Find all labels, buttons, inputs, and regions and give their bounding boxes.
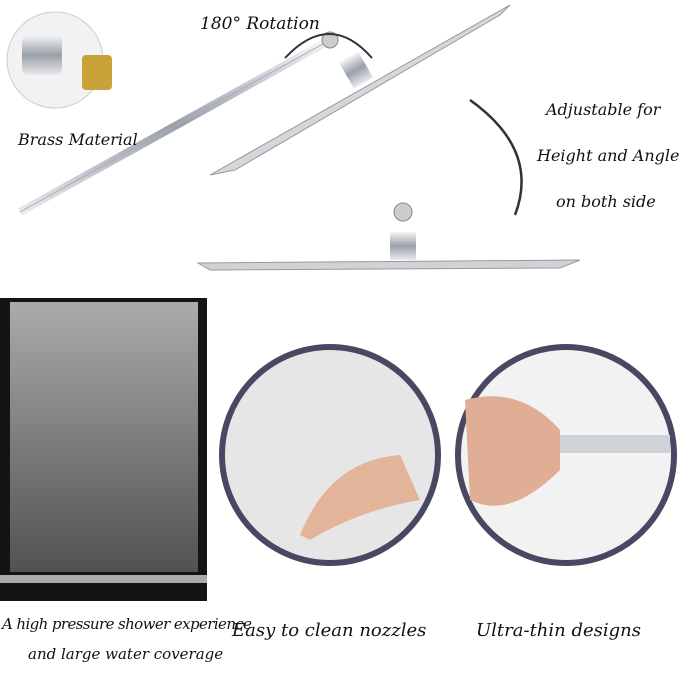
pressure-caption-1: A high pressure shower experience	[2, 615, 252, 633]
adjustable-line-3: on both side	[556, 192, 656, 211]
brass-connector-image	[6, 11, 112, 109]
tilted-shower-arm	[18, 4, 511, 216]
water-flow-image	[0, 298, 207, 601]
thin-design-closeup-image	[455, 344, 677, 566]
horizontal-shower-arm	[20, 202, 581, 271]
material-label: Brass Material	[18, 130, 138, 149]
adjustable-line-2: Height and Angle	[537, 146, 679, 165]
nozzles-closeup-image	[219, 344, 441, 566]
adjust-arrow-icon	[469, 98, 523, 216]
rotation-arrow-icon	[284, 33, 373, 59]
pressure-caption-2: and large water coverage	[28, 645, 224, 663]
adjustable-line-1: Adjustable for	[546, 100, 661, 119]
nozzles-caption: Easy to clean nozzles	[232, 620, 427, 641]
thin-caption: Ultra-thin designs	[476, 620, 641, 641]
rotation-label: 180° Rotation	[200, 14, 320, 34]
